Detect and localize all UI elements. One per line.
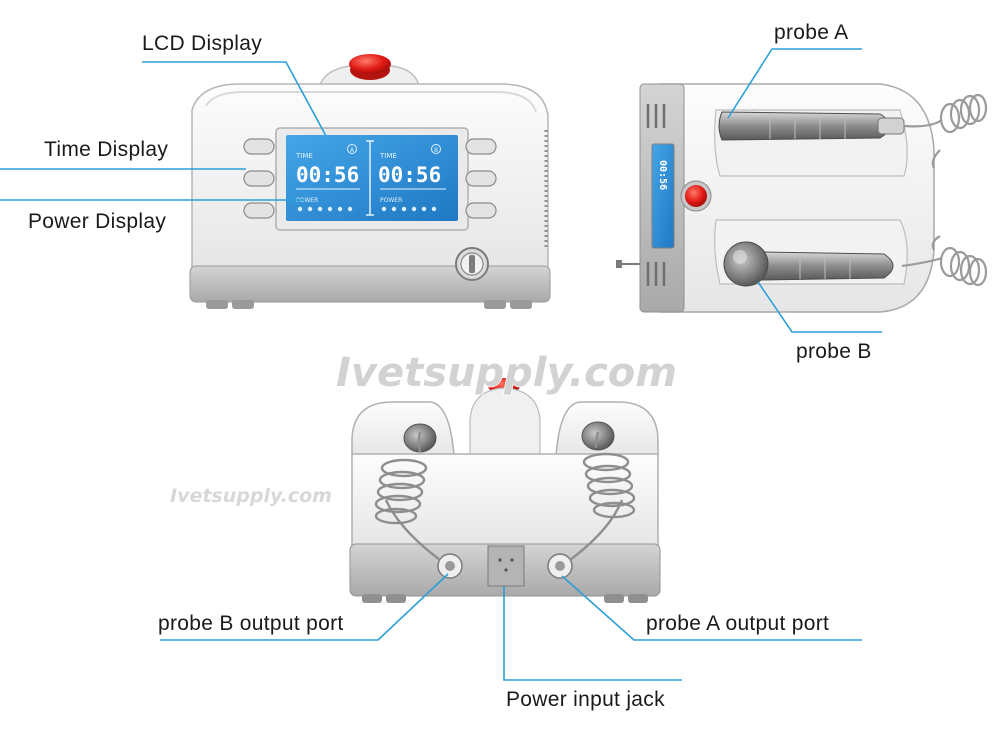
probe-a-port-label: probe A output port (646, 612, 830, 635)
side-lcd-time: 00:56 (657, 160, 668, 190)
lcd-screen (286, 135, 458, 221)
probe-b-port-label: probe B output port (158, 612, 344, 635)
lcd-right-time: 00:56 (378, 163, 441, 187)
lcd-right-power-label: POWER (380, 197, 402, 204)
time-display-label: Time Display (44, 138, 169, 161)
top-red-button-icon[interactable] (680, 180, 712, 212)
probe-a[interactable] (718, 111, 905, 141)
watermarks: Ivetsupply.com Ivetsupply.com (170, 349, 678, 507)
probe-a-output-port-icon[interactable] (547, 553, 573, 579)
lcd-right-channel: B (434, 147, 438, 154)
back-cable-left (374, 431, 441, 561)
watermark-main: Ivetsupply.com (336, 350, 677, 396)
front-view: TIME A 00:56 POWER TIME B 00:56 POWER (189, 54, 551, 309)
lcd-left-time: 00:56 (296, 163, 359, 187)
lcd-right-power-dots (381, 206, 437, 212)
probe-b-label: probe B (796, 340, 872, 363)
watermark-small: Ivetsupply.com (170, 485, 332, 507)
lcd-left-channel: A (350, 147, 355, 154)
probe-a-label: probe A (774, 21, 849, 44)
power-display-label: Power Display (28, 210, 167, 233)
back-cable-right (569, 431, 636, 561)
red-knob-icon[interactable] (349, 54, 391, 80)
lcd-right-time-label: TIME (379, 152, 397, 160)
probe-b-output-port-icon[interactable] (437, 553, 463, 579)
probe-a-cable (903, 93, 988, 169)
lcd-left-time-label: TIME (295, 152, 313, 160)
side-vents (646, 104, 666, 286)
leader-lines (0, 48, 882, 681)
front-left-buttons[interactable] (243, 138, 275, 219)
power-switch-icon[interactable] (455, 247, 489, 281)
top-view: 00:56 (616, 83, 988, 313)
lcd-display-label: LCD Display (142, 32, 262, 55)
power-input-jack-icon[interactable] (487, 545, 525, 587)
probe-b[interactable] (723, 241, 894, 287)
lcd-left-power-label: POWER (296, 197, 318, 204)
back-view (349, 378, 661, 603)
power-jack-label: Power input jack (506, 688, 665, 711)
lcd-left-power-dots (297, 206, 353, 212)
probe-b-cable (901, 235, 988, 287)
front-right-buttons[interactable] (465, 138, 497, 219)
